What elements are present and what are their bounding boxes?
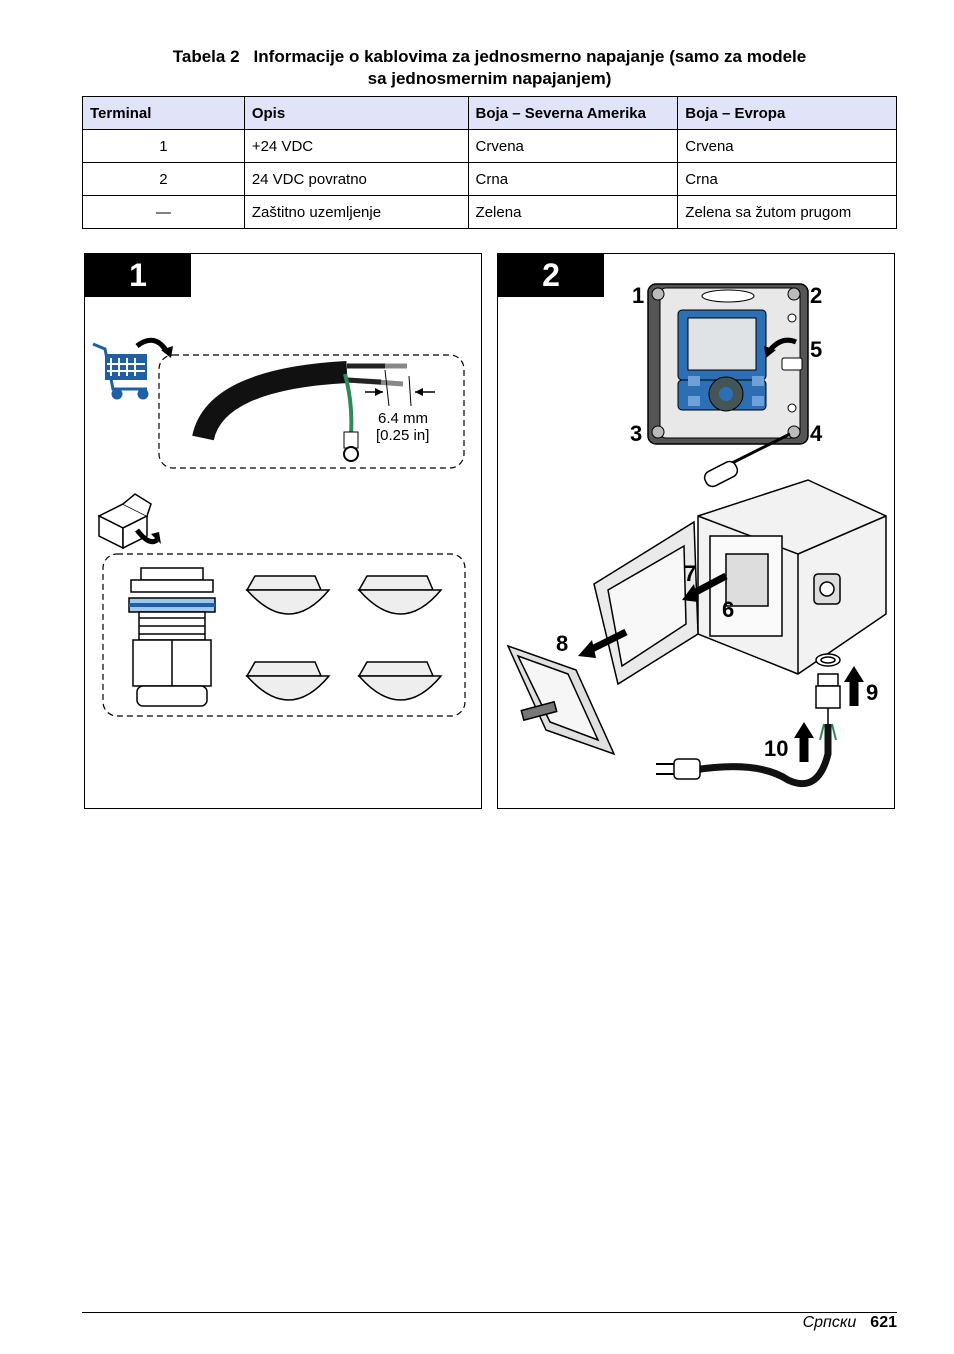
power-cord-icon <box>656 723 837 788</box>
table-row: — Zaštitno uzemljenje Zelena Zelena sa ž… <box>82 195 897 229</box>
header-terminal: Terminal <box>82 96 245 130</box>
shopping-cart-icon <box>92 342 149 400</box>
sealing-plug-icon <box>357 661 443 701</box>
dc-cable-table: Terminal Opis Boja – Severna Amerika Boj… <box>82 96 897 229</box>
cell-color-na: Crna <box>467 162 679 196</box>
package-icon <box>97 493 152 550</box>
callout-3: 3 <box>630 421 642 446</box>
cell-color-na: Crvena <box>467 129 679 163</box>
step-1-panel: 6.4 mm [0.25 in] <box>84 253 482 809</box>
table-row: 1 +24 VDC Crvena Crvena <box>82 129 897 163</box>
page-number: 621 <box>870 1314 897 1331</box>
cell-terminal: 1 <box>82 129 245 163</box>
callout-7: 7 <box>684 561 696 586</box>
cell-terminal: 2 <box>82 162 245 196</box>
step-2-badge: 2 <box>498 254 604 297</box>
table-row: 2 24 VDC povratno Crna Crna <box>82 162 897 196</box>
removed-cover-icon <box>506 644 616 756</box>
callout-10: 10 <box>764 736 788 761</box>
strip-length-mm: 6.4 mm <box>378 410 428 427</box>
cable-detail-box <box>158 354 465 469</box>
caption-line-2: sa jednosmernim napajanjem) <box>367 69 612 88</box>
table-header-row: Terminal Opis Boja – Severna Amerika Boj… <box>82 96 897 130</box>
callout-8: 8 <box>556 631 568 656</box>
step-1-badge: 1 <box>85 254 191 297</box>
strain-relief-fitting-icon <box>128 567 216 707</box>
open-enclosure-icon <box>593 479 887 686</box>
callout-9: 9 <box>866 680 878 705</box>
sealing-plug-icon <box>357 575 443 615</box>
cell-description: 24 VDC povratno <box>243 162 469 196</box>
controller-front-icon <box>647 283 809 445</box>
sealing-plug-icon <box>245 575 331 615</box>
footer-language: Српски <box>802 1314 857 1331</box>
dc-cable-icon <box>192 361 348 441</box>
callout-1: 1 <box>632 283 644 308</box>
table-number: Tabela 2 <box>172 47 240 66</box>
cell-description: Zaštitno uzemljenje <box>243 195 469 229</box>
cell-terminal: — <box>82 195 245 229</box>
header-description: Opis <box>243 96 469 130</box>
callout-2: 2 <box>810 283 822 308</box>
step-2-illustration: 1 2 3 4 5 6 7 8 9 10 <box>506 283 887 788</box>
step-2-panel: 1 2 3 4 5 6 7 8 9 10 2 <box>497 253 895 809</box>
cell-color-eu: Zelena sa žutom prugom <box>677 195 897 229</box>
cell-description: +24 VDC <box>243 129 469 163</box>
screwdriver-icon <box>703 432 791 488</box>
header-color-eu: Boja – Evropa <box>677 96 897 130</box>
page-footer: Српски 621 <box>803 1313 897 1333</box>
callout-6: 6 <box>722 597 734 622</box>
fittings-detail-box <box>102 553 466 717</box>
table-caption: Tabela 2 Informacije o kablovima za jedno… <box>82 46 897 90</box>
callout-5: 5 <box>810 337 822 362</box>
cell-color-eu: Crna <box>677 162 897 196</box>
cable-gland-icon <box>815 653 841 730</box>
footer-divider <box>82 1312 897 1313</box>
step-1-illustration: 6.4 mm [0.25 in] <box>92 337 466 717</box>
cell-color-eu: Crvena <box>677 129 897 163</box>
cell-color-na: Zelena <box>467 195 679 229</box>
callout-4: 4 <box>810 421 823 446</box>
header-color-na: Boja – Severna Amerika <box>467 96 679 130</box>
caption-line-1: Informacije o kablovima za jednosmerno n… <box>253 47 807 66</box>
sealing-plug-icon <box>245 661 331 701</box>
strip-length-in: [0.25 in] <box>376 427 429 444</box>
